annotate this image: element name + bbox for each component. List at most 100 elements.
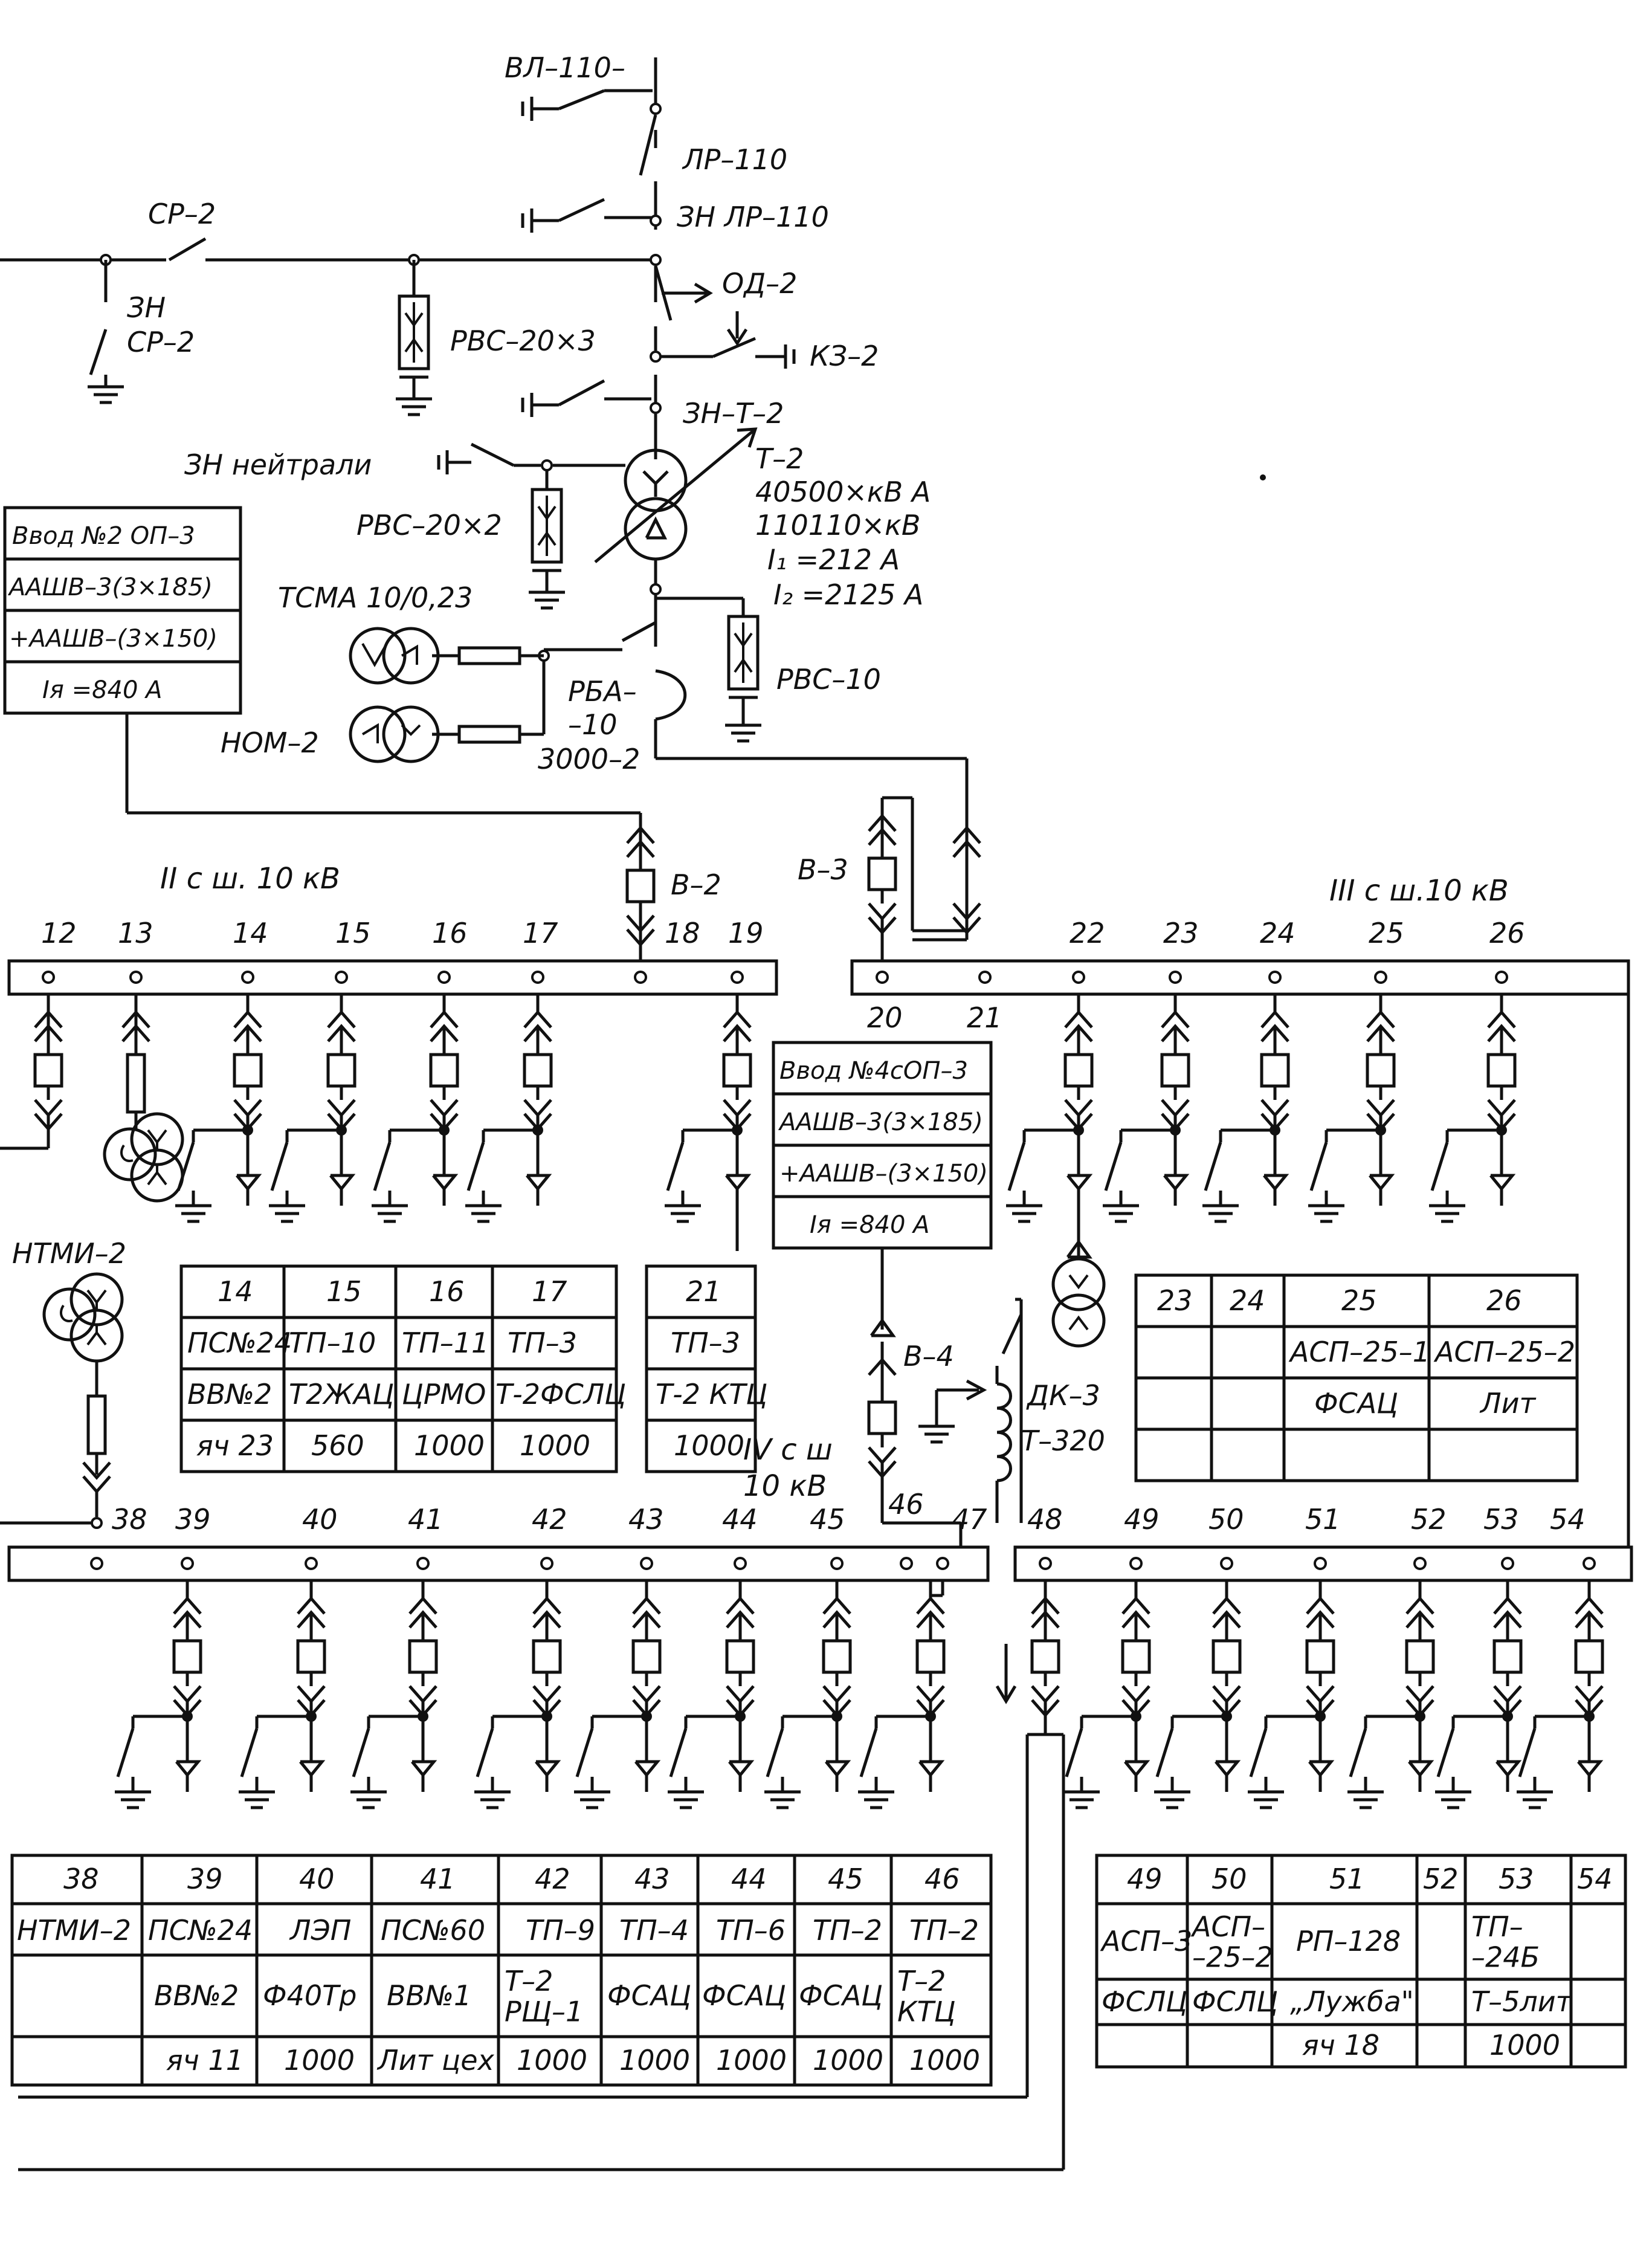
bus4-table-cell: ТП–2	[813, 1914, 882, 1947]
bus2-table-cell: ВВ№2	[187, 1378, 272, 1411]
bus5-number: 48	[1027, 1503, 1063, 1536]
bus4-number: 41	[408, 1503, 444, 1536]
bus4-label-a: IV с ш	[743, 1433, 833, 1467]
kz2-label: КЗ–2	[810, 340, 879, 372]
bus4-number: 40	[302, 1503, 338, 1536]
input2-row: Ввод №2 ОП–3	[12, 522, 195, 550]
feeder-21-cell: 1000	[674, 1429, 744, 1462]
od2-label: ОД–2	[722, 267, 797, 300]
bus3-number: 23	[1163, 917, 1199, 949]
rvs10-label: РВС–10	[776, 663, 881, 696]
bus-ii-bar	[7, 959, 778, 996]
input2-cable-table: Ввод №2 ОП–3 ААШВ–3(3×185) +ААШВ–(3×150)…	[3, 506, 242, 715]
bus4-number: 47	[952, 1503, 987, 1536]
bus4-table-cell: 42	[535, 1863, 570, 1895]
input4-row: Ввод №4сОП–3	[779, 1057, 968, 1085]
bus3-table-cell: 24	[1230, 1284, 1265, 1317]
bus2-number: 14	[233, 917, 268, 949]
bus4-number: 38	[112, 1503, 147, 1536]
bus2-number: 12	[41, 917, 77, 949]
feeder-21-cell: 21	[686, 1275, 721, 1308]
bus4-table-cell: НТМИ–2	[17, 1914, 131, 1947]
bus4-number: 44	[722, 1503, 758, 1536]
bus2-table-cell: Т2ЖАЦ	[289, 1378, 394, 1411]
bus5-table-cell: 52	[1423, 1863, 1459, 1895]
t2-voltage-label: 110110×кВ	[755, 509, 920, 541]
bus2-table-cell: Т-2ФСЛЦ	[495, 1378, 626, 1411]
bus-iv-section: IV с ш 10 кВ 38 39 40 41 42 43 44 45 46 …	[7, 1433, 993, 2087]
bus4-table-cell: 46	[924, 1863, 960, 1895]
bus5-table-cell: ФСЛЦ	[1102, 1985, 1187, 2018]
bus2-table-cell: 560	[311, 1429, 364, 1462]
bus4-table-cell: 41	[420, 1863, 456, 1895]
bus5-table-cell: АСП––25–2	[1190, 1910, 1273, 1974]
v4-label: В–4	[903, 1340, 954, 1372]
i2-label: I₂ =2125 А	[773, 578, 923, 611]
bus5-table-cell: Т–5лит	[1471, 1985, 1573, 2018]
bus3-table-cell: АСП–25–1	[1288, 1336, 1430, 1368]
bus3-number: 26	[1489, 917, 1525, 949]
zn-neutral-label: ЗН нейтрали	[184, 448, 372, 481]
bus4-table-cell: ТП–2	[909, 1914, 979, 1947]
bus4-table-cell: 1000	[909, 2044, 980, 2077]
input4-row: ААШВ–3(3×185)	[778, 1108, 983, 1136]
bus-ii-section: II с ш. 10 кВ 12 13 14 15 16 17 18 19	[0, 862, 778, 1529]
bus2-number: 15	[335, 917, 371, 949]
t2-power-label: 40500×кВ А	[755, 476, 931, 508]
bus2-table-cell: 17	[532, 1275, 567, 1308]
bus5-table-cell: АСП–3	[1100, 1925, 1192, 1957]
bus5-table-cell: РП–128	[1296, 1925, 1401, 1957]
feeder-21-cell: Т-2 КТЦ	[656, 1378, 767, 1411]
input2-row: Iя =840 А	[42, 676, 163, 704]
bus2-table-cell: 14	[218, 1275, 253, 1308]
bus5-table-cell: „Лужба"	[1290, 1985, 1414, 2018]
bus3-table-cell: Лит	[1479, 1387, 1536, 1420]
bus3-table-cell: 25	[1341, 1284, 1377, 1317]
bus2-feeder-table: 14 15 16 17 ПС№24 ТП–10 ТП–11 ТП–3 ВВ№2 …	[179, 1264, 626, 1473]
bus4-table-cell: 44	[731, 1863, 767, 1895]
bus4-table-cell: 39	[187, 1863, 223, 1895]
bus4-table-cell: 1000	[716, 2044, 787, 2077]
bus3-number: 24	[1260, 917, 1295, 949]
bus2-number: 19	[728, 917, 764, 949]
ntmi2-label: НТМИ–2	[12, 1237, 126, 1270]
bus4-table-cell: ПС№24	[148, 1914, 253, 1947]
input2-row: ААШВ–3(3×185)	[7, 574, 213, 601]
bus2-table-cell: ТП–11	[402, 1327, 489, 1359]
bus2-table-cell: 16	[429, 1275, 465, 1308]
bus4-table-cell: Лит цех	[376, 2044, 495, 2077]
bus-iv-bar	[7, 1545, 990, 1582]
bus5-number: 50	[1208, 1503, 1244, 1536]
bus2-table-cell: яч 23	[196, 1429, 274, 1462]
bus4-table-cell: 1000	[813, 2044, 883, 2077]
rba-label-b: –10	[568, 708, 618, 741]
bus-iii-section: III с ш.10 кВ 22 23 24 25 26 20 21	[772, 874, 1630, 1549]
bus3-table-cell: АСП–25–2	[1433, 1336, 1575, 1368]
rba-label-c: 3000–2	[538, 743, 640, 775]
bus2-table-cell: 1000	[520, 1429, 590, 1462]
bus5-number: 51	[1305, 1503, 1341, 1536]
bus4-table-cell: ТП–4	[619, 1914, 689, 1947]
bus3-table-cell: 26	[1486, 1284, 1522, 1317]
bus4-number: 46	[888, 1488, 924, 1521]
incoming-110kv-section: ВЛ–110– ЛР–110 ЗН ЛР–110 СР–2 ЗН СР–2	[0, 51, 981, 961]
bus2-number: 18	[665, 917, 700, 949]
bus4-table-cell: ПС№60	[381, 1914, 485, 1947]
input4-row: Iя =840 А	[810, 1211, 930, 1239]
feeder-21-table: 21 ТП–3 Т-2 КТЦ 1000	[645, 1264, 767, 1473]
bus-iii-bar	[850, 959, 1630, 996]
bus5-table-cell: 51	[1329, 1863, 1365, 1895]
t320-label: Т–320	[1021, 1424, 1105, 1457]
bus4-table-cell: ВВ№2	[154, 1979, 239, 2012]
bus4-table-cell: ЛЭП	[289, 1914, 351, 1947]
rvs20x2-label: РВС–20×2	[357, 509, 502, 541]
bus2-number: 16	[432, 917, 468, 949]
feeder-21-cell: ТП–3	[671, 1327, 740, 1359]
dk3-label: ДК–3	[1026, 1379, 1100, 1412]
bus4-feeder-table: 38 39 40 41 42 43 44 45 46 НТМИ–2 ПС№24 …	[10, 1854, 993, 2087]
bus-v-section: 48 49 50 51 52 53 54	[18, 1503, 1633, 2171]
bus4-table-cell: ФСАЦ	[799, 1979, 883, 2012]
zn-lr110-label: ЗН ЛР–110	[677, 201, 829, 233]
